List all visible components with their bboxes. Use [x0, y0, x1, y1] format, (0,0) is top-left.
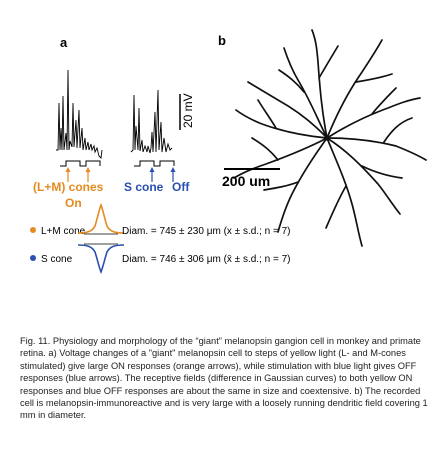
on-arrows — [65, 167, 91, 182]
lm-dog-curve — [77, 202, 125, 234]
um-scale-label: 200 um — [222, 173, 270, 189]
off-arrows — [149, 167, 176, 182]
panel-b-label: b — [218, 33, 226, 48]
dendritic-tree — [233, 29, 427, 247]
s-cone-label: S cone — [124, 180, 164, 194]
s-diam-text: Diam. = 746 ± 306 μm (x̄ ± s.d.; n = 7) — [122, 254, 290, 265]
off-label: Off — [172, 180, 190, 194]
lm-legend-dot — [30, 227, 36, 233]
panel-a-label: a — [60, 35, 68, 50]
voltage-trace-lm — [56, 69, 103, 159]
s-legend-label: S cone — [41, 254, 73, 265]
s-legend-dot — [30, 255, 36, 261]
figure-caption: Fig. 11. Physiology and morphology of th… — [20, 336, 428, 421]
mv-scale-label: 20 mV — [181, 93, 195, 128]
stimulus-step-lm — [60, 160, 101, 167]
lm-diam-text: Diam. = 745 ± 230 μm (x ± s.d.; n = 7) — [122, 226, 290, 237]
lm-legend-label: L+M cone — [41, 226, 86, 237]
stimulus-step-s — [134, 160, 175, 167]
on-label: On — [65, 196, 82, 210]
cell-soma — [324, 135, 330, 141]
lm-cones-label: (L+M) cones — [33, 180, 104, 194]
voltage-trace-s — [130, 89, 173, 154]
s-dog-curve — [77, 244, 125, 275]
